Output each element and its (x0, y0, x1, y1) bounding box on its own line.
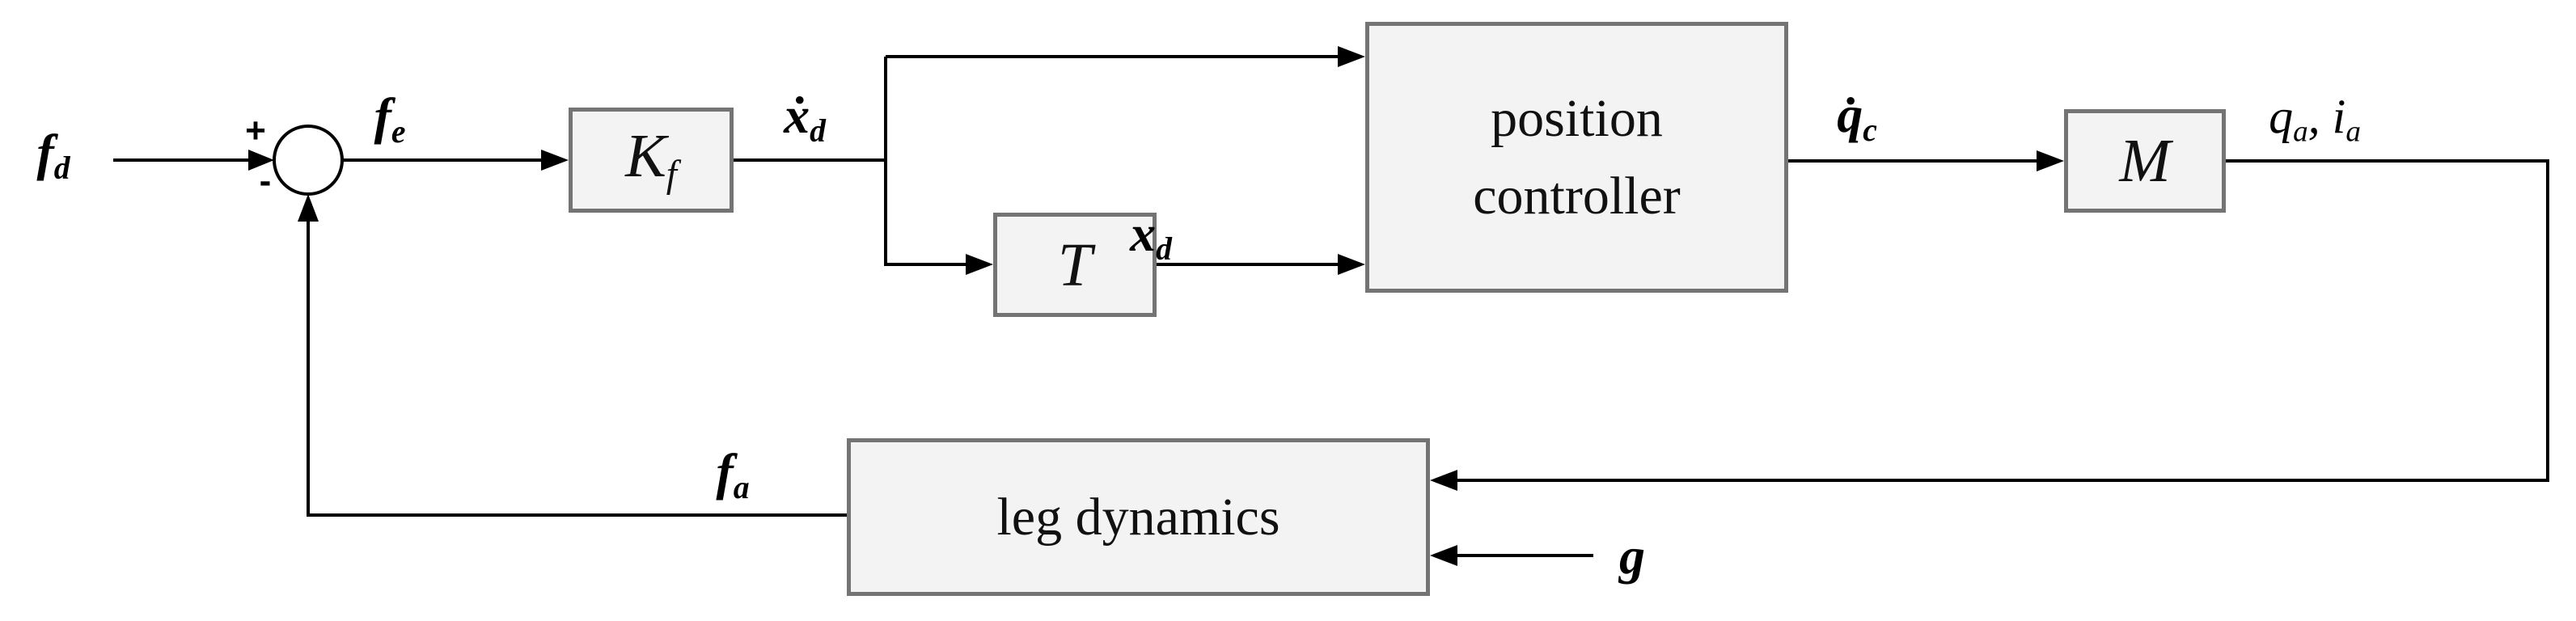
summing-junction (273, 125, 344, 196)
wire-feedback-right (1455, 159, 2549, 482)
block-t-transform: T (993, 213, 1157, 317)
signal-fa-label: fa (716, 443, 750, 506)
arrow-into-junction-bottom (298, 194, 319, 222)
kf-block-label: Kf (625, 122, 677, 196)
arrow-xdotd-into-controller (1338, 46, 1365, 67)
block-m-motor: M (2064, 109, 2226, 213)
arrow-feedback-into-leg-dynamics (1430, 470, 1457, 491)
arrow-into-kf (541, 150, 569, 171)
signal-xd-label: xd (1130, 205, 1172, 268)
signal-xdotd-label: ẋd (784, 87, 826, 150)
block-leg-dynamics: leg dynamics (847, 438, 1430, 596)
wire-feedback-left (307, 219, 847, 517)
junction-minus-sign: - (259, 161, 272, 201)
signal-g-label: g (1619, 527, 1645, 585)
signal-fd-label: fd (36, 124, 70, 187)
arrow-g-into-leg-dynamics (1430, 545, 1457, 566)
signal-qa-ia-label: qa, ia (2269, 90, 2361, 149)
leg-dynamics-label: leg dynamics (996, 487, 1280, 547)
arrow-xd-into-controller (1338, 254, 1365, 275)
m-block-label: M (2119, 127, 2171, 195)
block-kf-gain: Kf (569, 108, 734, 213)
t-block-label: T (1057, 230, 1093, 299)
arrow-into-junction (248, 150, 274, 171)
position-controller-label: position controller (1473, 88, 1681, 226)
block-position-controller: position controller (1365, 22, 1788, 293)
signal-fe-label: fe (374, 87, 406, 150)
junction-plus-sign: + (245, 111, 266, 150)
signal-qdotc-label: q̇c (1837, 86, 1877, 149)
arrow-into-t (966, 254, 993, 275)
arrow-into-m (2037, 150, 2064, 171)
